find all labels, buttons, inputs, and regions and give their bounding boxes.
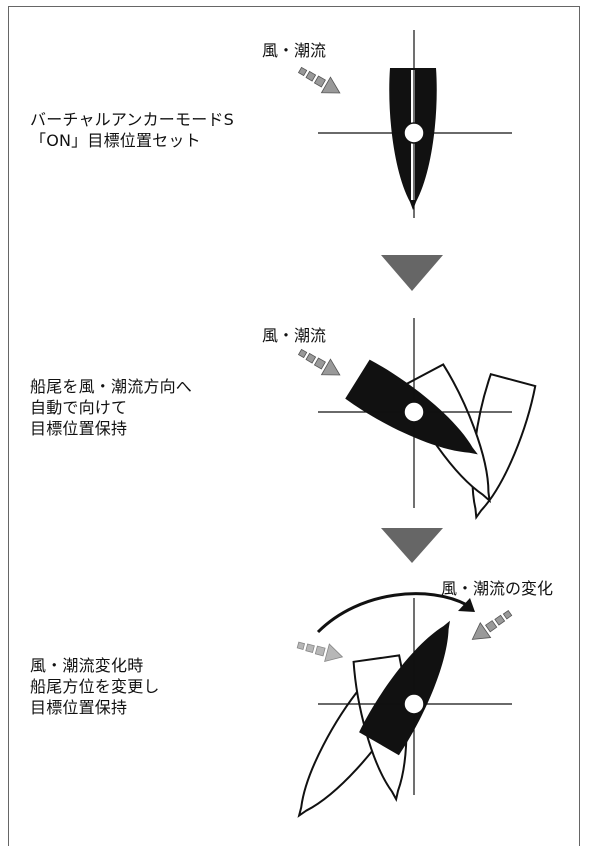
target-position-marker [403,401,425,423]
step-arrow-icon [381,528,443,563]
rotation-arrow-icon [458,598,475,612]
step-1-line-1: バーチャルアンカーモードS [30,110,234,129]
wind-current-label-2: 風・潮流 [262,326,327,345]
wind-arrow-icon [295,343,345,384]
step-arrow-icon [381,255,443,291]
step-3-line-1: 風・潮流変化時 [30,656,144,675]
target-position-marker [403,122,425,144]
wind-current-label-1: 風・潮流 [262,41,327,60]
wind-arrow-icon [295,61,345,102]
target-position-marker [403,693,425,715]
step-2-line-3: 目標位置保持 [30,419,128,438]
step-2-line-2: 自動で向けて [30,398,128,417]
diagram-frame [8,6,580,846]
step-1-figure [295,30,512,218]
step-1-caption: バーチャルアンカーモードS 「ON」目標位置セット [30,109,234,151]
step-3-figure [278,592,516,831]
previous-wind-arrow-icon [295,635,346,666]
step-2-line-1: 船尾を風・潮流方向へ [30,377,193,396]
step-3-line-3: 目標位置保持 [30,698,128,717]
step-1-line-2: 「ON」目標位置セット [30,131,201,150]
step-3-caption: 風・潮流変化時 船尾方位を変更し 目標位置保持 [30,655,160,718]
step-2-caption: 船尾を風・潮流方向へ 自動で向けて 目標位置保持 [30,376,192,439]
step-3-line-2: 船尾方位を変更し [30,677,160,696]
step-2-figure [295,318,537,525]
wind-current-change-label: 風・潮流の変化 [441,579,554,598]
